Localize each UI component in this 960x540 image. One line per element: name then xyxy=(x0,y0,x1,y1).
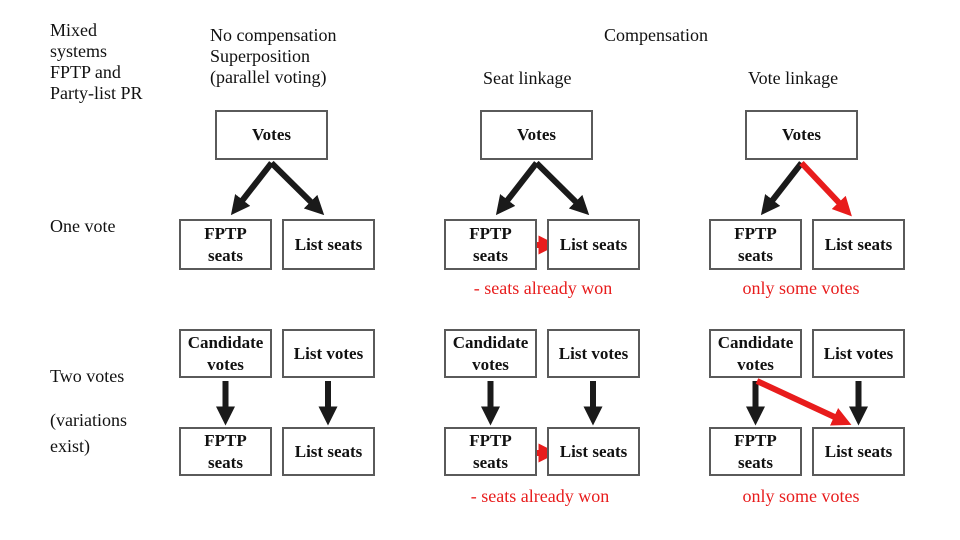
list-seats-box: List seats xyxy=(547,219,640,270)
candidate-votes-box: Candidate votes xyxy=(709,329,802,378)
list-votes-box: List votes xyxy=(812,329,905,378)
fptp-seats-box: FPTP seats xyxy=(709,219,802,270)
votes-box: Votes xyxy=(480,110,593,160)
fptp-seats-box: FPTP seats xyxy=(444,427,537,476)
arrow-votes-to-list-seats-red xyxy=(799,160,852,217)
list-seats-box: List seats xyxy=(812,219,905,270)
row-label-two-votes: Two votes xyxy=(50,366,125,386)
list-seats-box: List seats xyxy=(547,427,640,476)
arrow-votes-to-fptp-seats xyxy=(495,161,539,216)
fptp-seats-box: FPTP seats xyxy=(444,219,537,270)
annotation-vote-linkage: only some votes xyxy=(742,278,860,298)
row-label-one-vote: One vote xyxy=(50,216,116,236)
arrow-votes-to-list-seats xyxy=(534,160,590,216)
annotation-vote-linkage: only some votes xyxy=(742,486,860,506)
list-votes-box: List votes xyxy=(547,329,640,378)
list-seats-box: List seats xyxy=(282,219,375,270)
arrow-votes-to-list-seats xyxy=(269,160,325,216)
votes-box: Votes xyxy=(215,110,328,160)
list-votes-box: List votes xyxy=(282,329,375,378)
fptp-seats-box: FPTP seats xyxy=(179,427,272,476)
votes-box: Votes xyxy=(745,110,858,160)
column-header-no-compensation: No compensation Superposition (parallel … xyxy=(210,25,337,87)
row-label-two-votes-note: (variations exist) xyxy=(50,410,127,456)
arrow-candidate-votes-to-list-seats-red xyxy=(755,378,852,426)
column-header-seat-linkage: Seat linkage xyxy=(483,68,572,88)
list-seats-box: List seats xyxy=(282,427,375,476)
candidate-votes-box: Candidate votes xyxy=(179,329,272,378)
column-header-vote-linkage: Vote linkage xyxy=(748,68,839,88)
column-header-compensation: Compensation xyxy=(604,25,708,45)
arrow-votes-to-fptp-seats xyxy=(760,161,804,216)
fptp-seats-box: FPTP seats xyxy=(709,427,802,476)
arrow-votes-to-fptp-seats xyxy=(230,161,274,216)
fptp-seats-box: FPTP seats xyxy=(179,219,272,270)
annotation-seat-linkage: - seats already won xyxy=(470,486,610,506)
corner-label: Mixed systems FPTP and Party-list PR xyxy=(50,20,143,103)
candidate-votes-box: Candidate votes xyxy=(444,329,537,378)
list-seats-box: List seats xyxy=(812,427,905,476)
annotation-seat-linkage: - seats already won xyxy=(473,278,613,298)
